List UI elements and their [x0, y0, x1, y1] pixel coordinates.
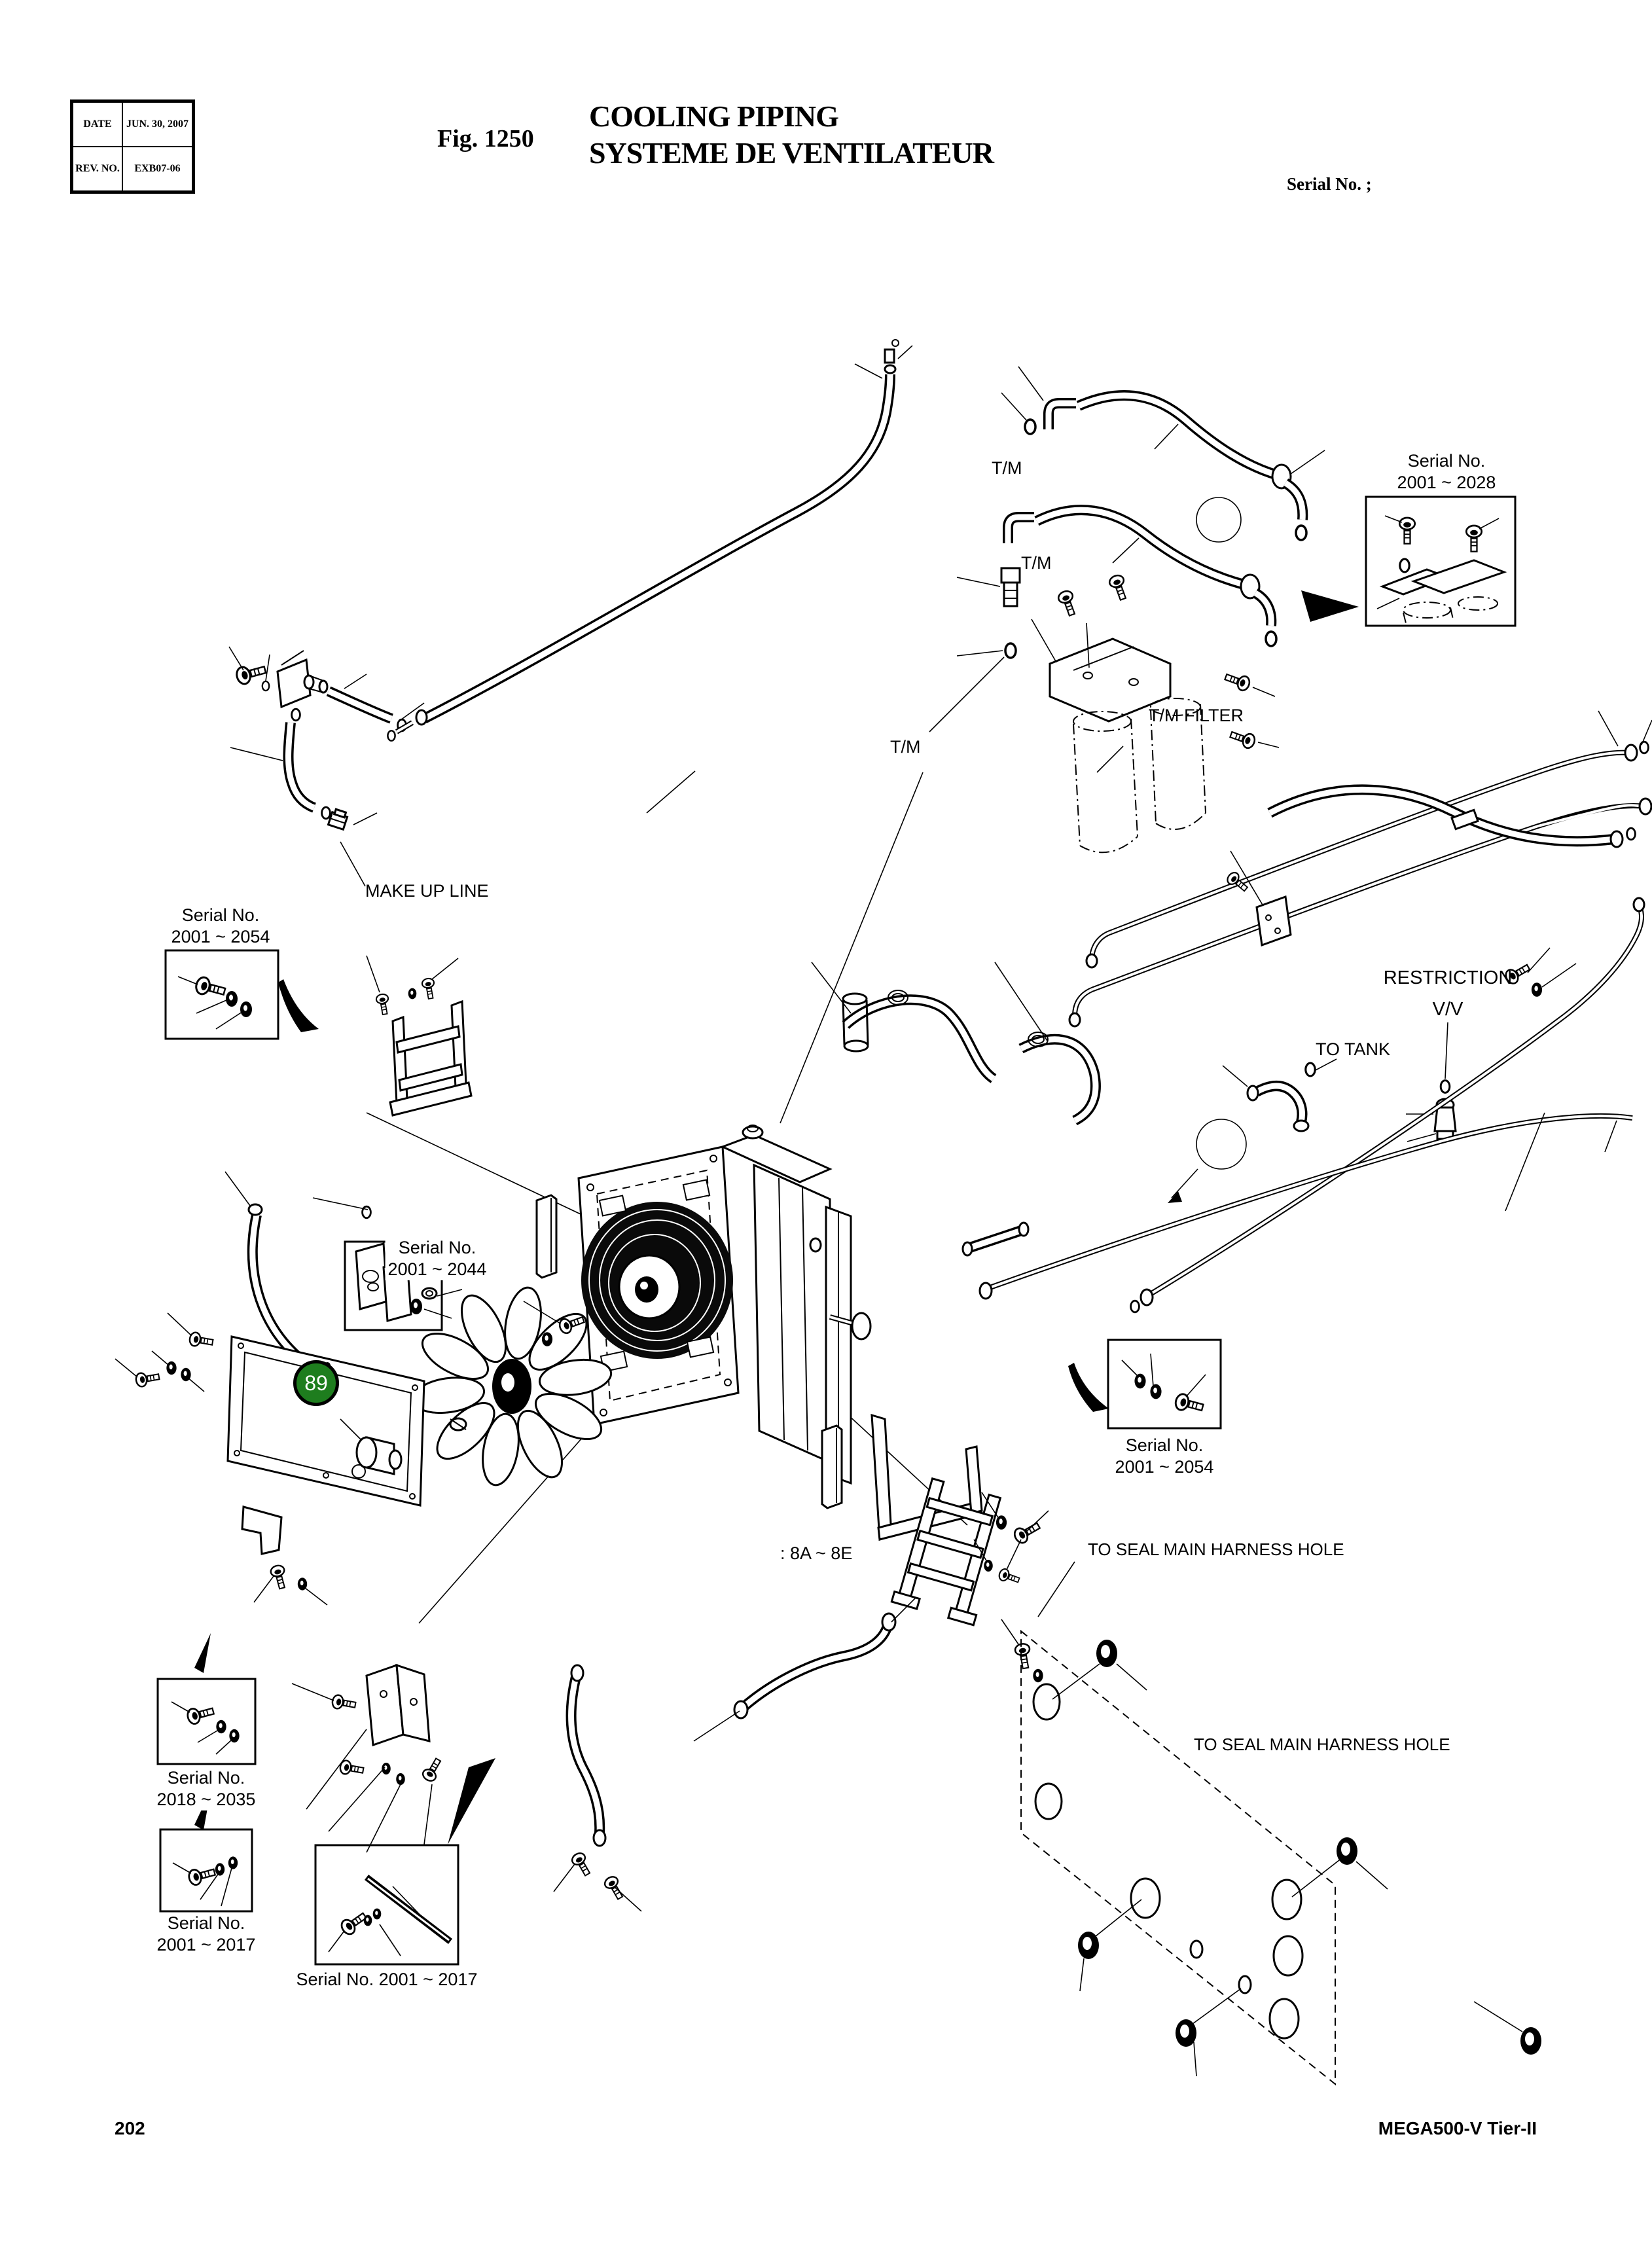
cooling-fan — [411, 1286, 613, 1486]
label-serial-2044: Serial No. 2001 ~ 2044 — [385, 1237, 490, 1280]
serial-2044-line1: Serial No. — [398, 1238, 476, 1257]
rev-label: REV. NO. — [73, 147, 122, 191]
label-tm-2: T/M — [1021, 553, 1052, 573]
model-name: MEGA500-V Tier-II — [1378, 2118, 1537, 2138]
rev-value: EXB07-06 — [122, 147, 192, 191]
serial-2054-right-line1: Serial No. — [1125, 1435, 1204, 1455]
serial-2054-left-line2: 2001 ~ 2054 — [171, 927, 270, 946]
label-restriction-vv: RESTRICTION V/V — [1384, 962, 1513, 1025]
guard-frame — [115, 1312, 425, 1606]
serial-2028-line1: Serial No. — [1407, 451, 1486, 471]
serial-2035-line2: 2018 ~ 2035 — [156, 1790, 256, 1809]
label-serial-2054-left: Serial No. 2001 ~ 2054 — [168, 905, 273, 948]
label-make-up-line: MAKE UP LINE — [365, 881, 489, 901]
long-return-hose — [387, 339, 913, 814]
label-serial-2054-right: Serial No. 2001 ~ 2054 — [1112, 1435, 1217, 1478]
label-tm-1: T/M — [992, 458, 1022, 478]
label-to-seal-harness-2: TO SEAL MAIN HARNESS HOLE — [1194, 1735, 1450, 1754]
label-serial-2028: Serial No. 2001 ~ 2028 — [1394, 450, 1499, 494]
label-serial-2017-center: Serial No. 2001 ~ 2017 — [293, 1969, 480, 1990]
right-piping — [979, 710, 1652, 1314]
serial-2054-left-line1: Serial No. — [181, 905, 260, 925]
label-to-seal-harness-1: TO SEAL MAIN HARNESS HOLE — [1088, 1540, 1344, 1559]
label-to-tank: TO TANK — [1316, 1039, 1391, 1059]
lower-frames — [291, 1413, 1075, 1912]
tm-filter-assembly — [1031, 572, 1280, 854]
serial-2044-line2: 2001 ~ 2044 — [387, 1259, 487, 1279]
serial-2017-left-line1: Serial No. — [167, 1913, 245, 1933]
label-tm-filter: T/M FILTER — [1149, 706, 1244, 725]
serial-note: Serial No. ; — [1287, 174, 1372, 194]
pointer-arrows — [194, 590, 1359, 1845]
page-title: COOLING PIPING SYSTEME DE VENTILATEUR — [589, 98, 994, 171]
balloon-number: 89 — [304, 1371, 328, 1395]
serial-2054-right-line2: 2001 ~ 2054 — [1115, 1457, 1214, 1477]
title-french: SYSTEME DE VENTILATEUR — [589, 136, 994, 170]
date-value: JUN. 30, 2007 — [122, 102, 192, 147]
serial-2035-line1: Serial No. — [167, 1768, 245, 1788]
restriction-line2: V/V — [1432, 999, 1463, 1020]
label-serial-2017-left: Serial No. 2001 ~ 2017 — [154, 1913, 259, 1956]
revision-table: DATE JUN. 30, 2007 REV. NO. EXB07-06 — [70, 99, 195, 194]
label-tm-3: T/M — [890, 737, 921, 757]
label-serial-2035: Serial No. 2018 ~ 2035 — [154, 1767, 259, 1810]
part-balloon-89: 89 — [293, 1360, 339, 1406]
harness-panel — [973, 1539, 1541, 2086]
serial-2017-left-line2: 2001 ~ 2017 — [156, 1935, 256, 1954]
callout-boxes — [156, 495, 1517, 1966]
tm-hoses — [929, 366, 1325, 732]
make-up-line-assembly — [228, 646, 425, 887]
ladder-frame — [890, 1477, 1002, 1627]
callout-box-contents — [171, 515, 1507, 1956]
restriction-line1: RESTRICTION — [1383, 967, 1513, 988]
figure-number: Fig. 1250 — [437, 125, 534, 153]
serial-2028-line2: 2001 ~ 2028 — [1397, 473, 1496, 492]
page-number: 202 — [115, 2118, 145, 2138]
label-range-8a-8e: : 8A ~ 8E — [780, 1543, 853, 1563]
title-english: COOLING PIPING — [589, 99, 839, 133]
date-label: DATE — [73, 102, 122, 147]
radiator-assembly — [224, 772, 1101, 1624]
